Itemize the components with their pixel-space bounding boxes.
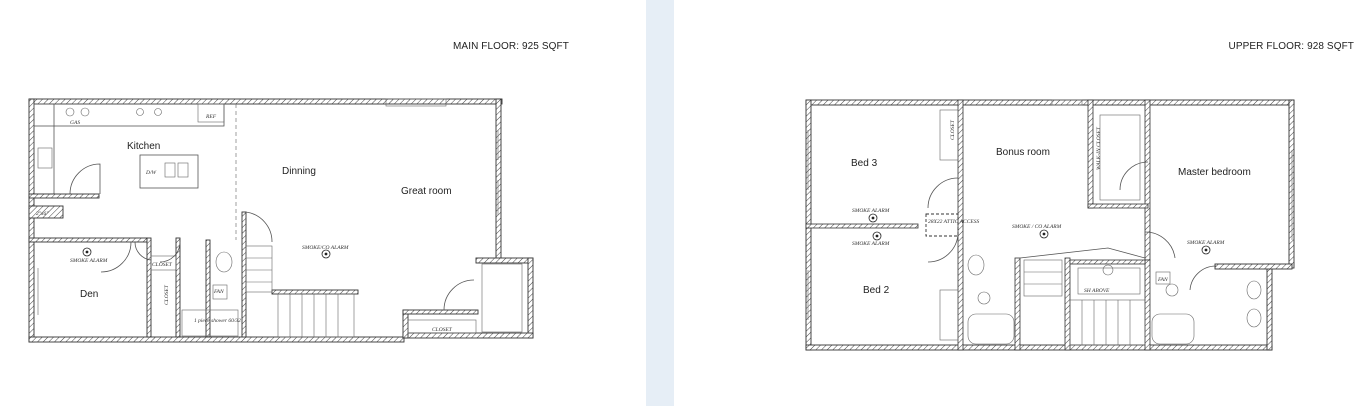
smoke-co-alarm-label-upper: SMOKE / CO ALARM — [1012, 224, 1062, 230]
closet-label-2: CLOSET — [164, 284, 170, 305]
fan-label-upper: FAN — [1157, 277, 1168, 283]
room-bonus: Bonus room — [996, 147, 1050, 158]
closet-label-1: CLOSET — [152, 262, 173, 268]
smoke-co-alarm-icon-upper — [1039, 229, 1049, 239]
smoke-alarm-label-master: SMOKE ALARM — [1187, 240, 1225, 246]
room-kitchen: Kitchen — [127, 141, 160, 152]
main-floor-plan: GAS REF D/W CLOSET CLOSET FAN 1 piece sh… — [28, 98, 534, 343]
east-wall — [495, 98, 502, 262]
smoke-co-alarm-label: SMOKE/CO ALARM — [302, 245, 349, 251]
upper-floor-title: UPPER FLOOR: 928 SQFT — [1228, 41, 1354, 52]
panel-divider — [646, 0, 674, 406]
room-den: Den — [80, 289, 98, 300]
main-floor-panel: MAIN FLOOR: 925 SQFT GAS REF D/W — [0, 0, 646, 406]
north-wall — [28, 98, 503, 105]
smoke-alarm-icon — [82, 247, 92, 257]
fan-label: FAN — [213, 289, 224, 295]
closet-label-3: CLOSET — [432, 327, 453, 333]
attic-access-label: 28X22 ATTIC ACCESS — [928, 219, 979, 225]
main-floor-title: MAIN FLOOR: 925 SQFT — [453, 41, 569, 52]
closet-label-upper: CLOSET — [950, 119, 956, 140]
walk-in-closet-label: WALK-IN CLOSET — [1096, 126, 1102, 170]
south-wall — [28, 336, 405, 343]
room-dinning: Dinning — [282, 166, 316, 177]
upper-floor-plan: CLOSET 28X22 ATTIC ACCESS WALK-IN CLOSET… — [805, 99, 1295, 351]
smoke-co-alarm-icon — [321, 249, 331, 259]
smoke-alarm-label-den: SMOKE ALARM — [70, 258, 108, 264]
smoke-alarm-icon-master — [1201, 245, 1211, 255]
room-master: Master bedroom — [1178, 167, 1251, 178]
smoke-alarm-label-bed2: SMOKE ALARM — [852, 241, 890, 247]
room-great-room: Great room — [401, 186, 452, 197]
room-bed3: Bed 3 — [851, 158, 878, 169]
upper-floor-panel: UPPER FLOOR: 928 SQFT — [674, 0, 1366, 406]
smoke-alarm-label-bed3: SMOKE ALARM — [852, 208, 890, 214]
fridge-label: REF — [205, 114, 217, 120]
gas-label: GAS — [70, 120, 80, 126]
dw-label: D/W — [145, 170, 157, 176]
wall-note: 2"x6" — [36, 211, 49, 217]
smoke-alarm-icon-bed3 — [868, 213, 878, 223]
smoke-alarm-icon-bed2 — [872, 231, 882, 241]
west-wall — [28, 98, 35, 343]
room-bed2: Bed 2 — [863, 285, 890, 296]
shower-label: 1 piece shower 60/32 — [194, 318, 241, 324]
sh-above-label: SH ABOVE — [1084, 288, 1110, 294]
